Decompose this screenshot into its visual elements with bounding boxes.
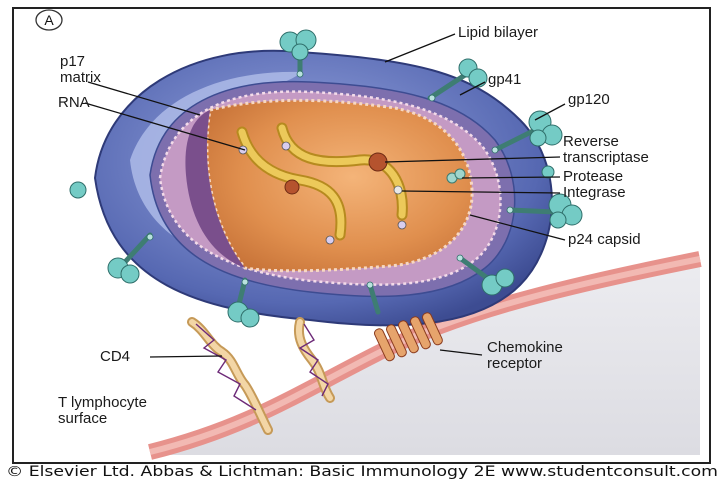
label-p17-line1: p17 [60,53,85,70]
label-t-lymphocyte-line2: surface [58,410,107,427]
label-p24-capsid: p24 capsid [568,231,641,248]
label-chemokine-line1: Chemokine [487,339,563,356]
label-integrase: Integrase [563,184,626,201]
label-reverse-line2: transcriptase [563,149,649,166]
integrase-molecule [394,186,402,194]
reverse-transcriptase-molecule [369,153,387,171]
label-protease: Protease [563,168,623,185]
label-gp120: gp120 [568,91,610,108]
credit-line: © Elsevier Ltd. Abbas & Lichtman: Basic … [6,464,718,479]
label-gp41: gp41 [488,71,521,88]
label-chemokine-line2: receptor [487,355,542,372]
label-reverse-line1: Reverse [563,133,619,150]
panel-letter: A [44,12,54,28]
capsid-enzyme-molecule [285,180,299,194]
label-t-lymphocyte-line1: T lymphocyte [58,394,147,411]
label-cd4: CD4 [100,348,130,365]
label-p17-line2: matrix [60,69,101,86]
label-rna: RNA [58,94,90,111]
panel-letter-badge: A [36,10,62,30]
label-lipid-bilayer: Lipid bilayer [458,24,538,41]
